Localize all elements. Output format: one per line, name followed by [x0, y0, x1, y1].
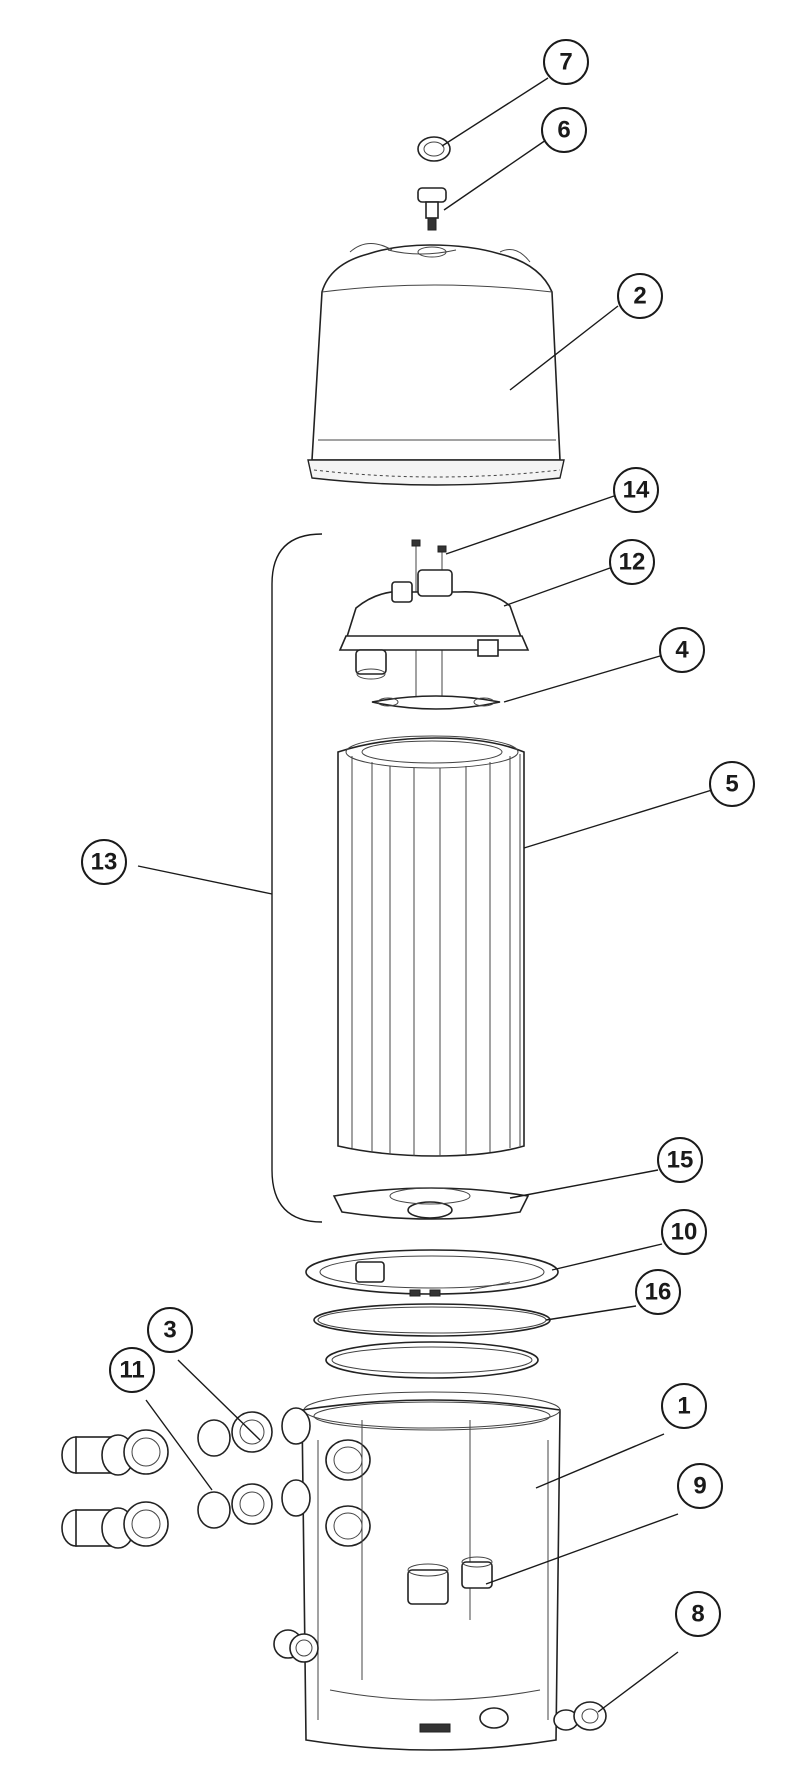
svg-text:2: 2 [633, 283, 646, 310]
callout-8: 8 [675, 1591, 721, 1637]
part-3-union-fittings [61, 1407, 311, 1549]
svg-text:9: 9 [693, 1473, 706, 1500]
callout-4: 4 [659, 627, 705, 673]
part-1-tank [301, 1391, 561, 1751]
bracket-13 [271, 533, 323, 1223]
leader-lines [137, 77, 713, 1713]
part-16-ring-lower [325, 1341, 539, 1379]
svg-text:16: 16 [645, 1279, 672, 1306]
svg-text:14: 14 [623, 477, 650, 504]
callout-11: 11 [109, 1347, 155, 1393]
callout-3: 3 [147, 1307, 193, 1353]
callout-10: 10 [661, 1209, 707, 1255]
svg-text:5: 5 [725, 771, 738, 798]
svg-text:12: 12 [619, 549, 646, 576]
callout-16: 16 [635, 1269, 681, 1315]
callout-14: 14 [613, 467, 659, 513]
svg-text:13: 13 [91, 849, 118, 876]
callout-13: 13 [81, 839, 127, 885]
svg-text:8: 8 [691, 1601, 704, 1628]
svg-text:11: 11 [119, 1357, 144, 1384]
svg-text:7: 7 [559, 49, 572, 76]
callout-9: 9 [677, 1463, 723, 1509]
part-2-lid [307, 243, 565, 486]
callout-2: 2 [617, 273, 663, 319]
svg-text:15: 15 [667, 1147, 694, 1174]
callout-1: 1 [661, 1383, 707, 1429]
part-12-manifold [338, 569, 530, 680]
svg-text:10: 10 [671, 1219, 698, 1246]
part-8-drain-plug [553, 1701, 607, 1731]
svg-text:3: 3 [163, 1317, 176, 1344]
callout-5: 5 [709, 761, 755, 807]
callout-15: 15 [657, 1137, 703, 1183]
part-10-clamp-ring [305, 1249, 559, 1297]
part-5-cartridge [337, 735, 525, 1157]
part-4-gasket [371, 695, 501, 710]
part-6-valve [417, 187, 447, 231]
part-16-o-ring [313, 1303, 551, 1337]
svg-text:4: 4 [675, 637, 689, 664]
side-fitting [273, 1629, 319, 1663]
callout-7: 7 [543, 39, 589, 85]
part-7-cap [417, 136, 451, 162]
svg-text:6: 6 [557, 117, 570, 144]
svg-text:1: 1 [677, 1393, 690, 1420]
callout-12: 12 [609, 539, 655, 585]
part-15-bottom-manifold [332, 1187, 530, 1220]
callout-6: 6 [541, 107, 587, 153]
